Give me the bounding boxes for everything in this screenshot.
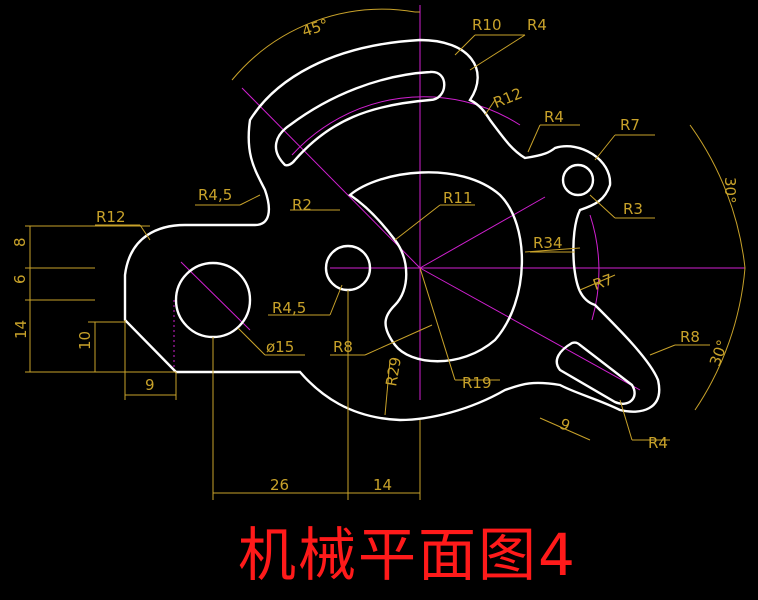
- label-r12-top: R12: [491, 84, 525, 112]
- label-30deg-bottom: 30°: [706, 337, 732, 368]
- label-r19: R19: [462, 374, 492, 392]
- center-line-45deg: [241, 87, 421, 269]
- label-9-left: 9: [145, 376, 155, 394]
- center-line-30deg-bottom: [419, 267, 641, 391]
- label-r8-center: R8: [333, 338, 353, 356]
- label-dia15: ø15: [266, 338, 294, 356]
- arc-r34-centerline: [589, 214, 600, 321]
- hole-r3: [561, 163, 595, 197]
- label-r8-right: R8: [680, 328, 700, 346]
- label-10: 10: [76, 331, 94, 350]
- lower-slot: [555, 341, 636, 405]
- dim-r29: [384, 359, 391, 416]
- outer-contour: [123, 38, 661, 422]
- label-8: 8: [11, 237, 29, 247]
- leader-r19: [419, 267, 456, 381]
- label-r12-left: R12: [96, 208, 126, 226]
- label-r4-top: R4: [527, 16, 547, 34]
- dim-arc-30-top: [689, 124, 746, 269]
- dim-arc-30-bottom: [694, 267, 746, 411]
- label-9-slot: 9: [557, 415, 573, 435]
- label-45deg: 45°: [300, 15, 331, 40]
- drawing-title: 机械平面图4: [238, 521, 577, 589]
- label-r29: R29: [382, 356, 405, 388]
- label-26: 26: [270, 476, 289, 494]
- label-r2: R2: [292, 196, 312, 214]
- label-r7-top: R7: [620, 116, 640, 134]
- label-14-left: 14: [12, 320, 30, 339]
- arc-slot-centerline: [291, 96, 521, 156]
- label-6: 6: [11, 274, 29, 284]
- label-r4-mid: R4: [544, 108, 564, 126]
- label-r3: R3: [623, 200, 643, 218]
- hole-dia15: [174, 261, 252, 339]
- dimension-lines: [25, 8, 746, 500]
- leader-r12: [484, 99, 496, 116]
- label-30deg-top: 30°: [721, 177, 739, 204]
- arc-slot: [274, 70, 446, 167]
- label-r4-bottom: R4: [648, 434, 668, 452]
- hole-center-diag: [180, 261, 251, 331]
- dim-arc-45: [231, 8, 416, 81]
- center-cutout: [347, 171, 524, 363]
- leader-r7-mid: [579, 274, 616, 291]
- center-line-30deg-top: [419, 196, 546, 269]
- label-r10: R10: [472, 16, 502, 34]
- label-r4-5-left: R4,5: [198, 186, 232, 204]
- dim-9-slot: [539, 417, 591, 441]
- label-r34: R34: [533, 234, 563, 252]
- dimension-labels: 45° R10 R4 R12 R4 R7 30° R4,5 R2 R11 R3 …: [11, 15, 739, 494]
- label-14-bottom: 14: [373, 476, 392, 494]
- label-r11: R11: [443, 189, 473, 207]
- center-lines: [173, 5, 745, 400]
- label-r7-mid: R7: [590, 270, 615, 294]
- label-r4-5-hole: R4,5: [272, 299, 306, 317]
